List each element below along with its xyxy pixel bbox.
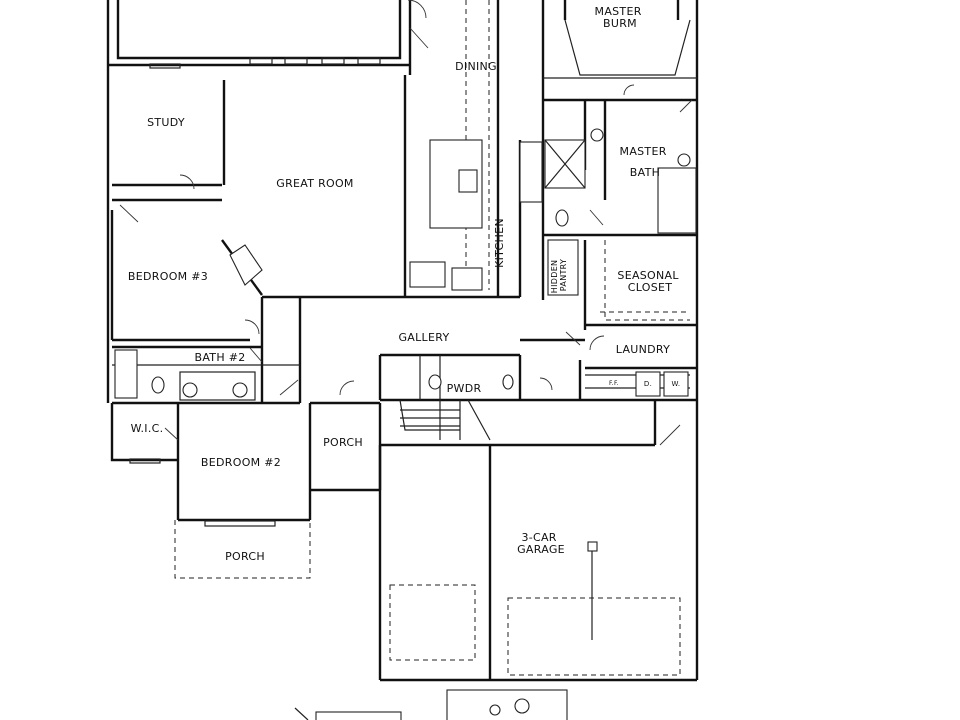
doors xyxy=(119,0,693,446)
label-hidden-pantry: HIDDEN PANTRY xyxy=(550,257,568,293)
annotations xyxy=(129,57,381,527)
label-washer: W. xyxy=(672,380,681,388)
label-study: STUDY xyxy=(147,116,185,129)
label-great-room: GREAT ROOM xyxy=(276,177,353,190)
label-pwdr: PWDR xyxy=(447,382,482,395)
label-freezer: F.F. xyxy=(609,380,619,387)
label-dining: DINING xyxy=(455,60,497,73)
label-gallery: GALLERY xyxy=(398,331,449,344)
label-master-burm: MASTER BURM xyxy=(595,5,646,30)
label-laundry: LAUNDRY xyxy=(616,343,670,356)
label-dryer: D. xyxy=(644,380,652,388)
label-kitchen: KITCHEN xyxy=(493,218,506,268)
walls xyxy=(106,0,699,682)
label-porch-front: PORCH xyxy=(323,436,363,449)
dryer xyxy=(635,371,661,397)
label-master-bath: MASTER BATH xyxy=(620,145,671,179)
label-seasonal-closet: SEASONAL CLOSET xyxy=(617,269,682,294)
label-bath2: BATH #2 xyxy=(194,351,245,364)
label-garage: 3-CAR GARAGE xyxy=(517,531,565,556)
label-wic: W.I.C. xyxy=(131,422,164,435)
toilet xyxy=(555,209,569,227)
washer xyxy=(663,371,689,397)
fixtures xyxy=(114,128,697,720)
label-bedroom3: BEDROOM #3 xyxy=(128,270,208,283)
room-labels: MASTER BURM DINING STUDY GREAT ROOM MAST… xyxy=(128,5,682,563)
label-porch-rear: PORCH xyxy=(225,550,265,563)
label-bedroom2: BEDROOM #2 xyxy=(201,456,281,469)
